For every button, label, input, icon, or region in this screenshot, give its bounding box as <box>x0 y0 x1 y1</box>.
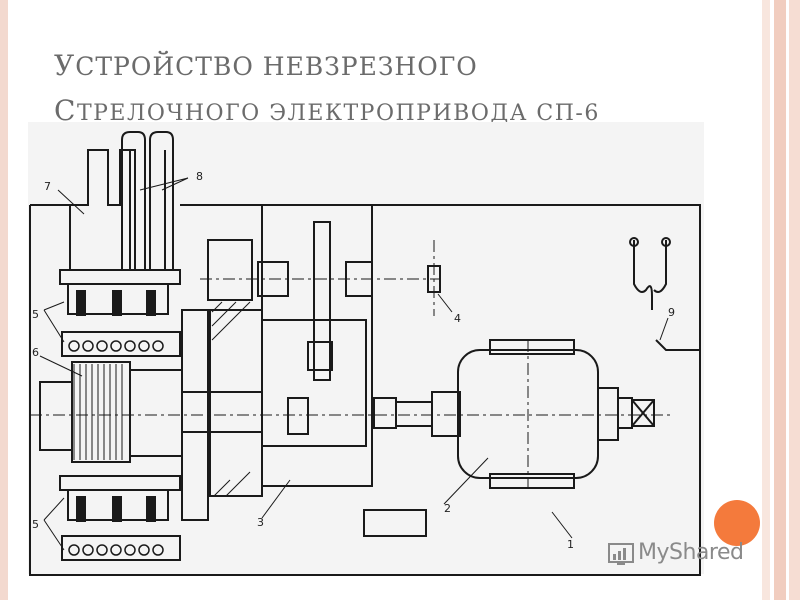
slide-title: УСТРОЙСТВО НЕВЗРЕЗНОГО СТРЕЛОЧНОГО ЭЛЕКТ… <box>54 44 694 136</box>
label-4: 4 <box>454 312 461 325</box>
label-1: 1 <box>567 538 574 551</box>
label-7: 7 <box>44 180 51 193</box>
label-5-upper: 5 <box>32 308 39 321</box>
contact-spring <box>76 290 86 316</box>
drum-hatching <box>73 364 123 460</box>
lower-box <box>363 509 427 537</box>
label-5-lower: 5 <box>32 518 39 531</box>
watermark: MyShared <box>608 536 768 576</box>
main-shaft <box>181 391 263 433</box>
autoswitch-drum <box>71 361 131 463</box>
title-line2-initial: С <box>54 94 77 127</box>
title-line1-text: СТРОЙСТВО НЕВЗРЕЗНОГО <box>75 52 478 81</box>
slide-right-border <box>762 0 800 600</box>
terminal-leads <box>633 240 667 310</box>
label-8: 8 <box>196 170 203 183</box>
accent-circle <box>714 500 760 546</box>
lower-contact-bar <box>59 475 181 491</box>
watermark-text: MyShared <box>638 540 744 565</box>
slide-left-border <box>0 0 8 600</box>
title-line2-text: ТРЕЛОЧНОГО ЭЛЕКТРОПРИВОДА СП-6 <box>76 101 600 126</box>
crank-socket <box>631 399 655 427</box>
label-6: 6 <box>32 346 39 359</box>
coupling <box>373 397 397 429</box>
title-line2: СТРЕЛОЧНОГО ЭЛЕКТРОПРИВОДА СП-6 <box>54 89 694 136</box>
title-line1-initial: У <box>54 49 76 82</box>
label-9: 9 <box>668 306 675 319</box>
upper-contact-bar <box>59 269 181 285</box>
chart-icon <box>608 543 634 565</box>
housing-outline <box>29 204 701 576</box>
contact-block <box>69 149 136 270</box>
label-2: 2 <box>444 502 451 515</box>
label-3: 3 <box>257 516 264 529</box>
